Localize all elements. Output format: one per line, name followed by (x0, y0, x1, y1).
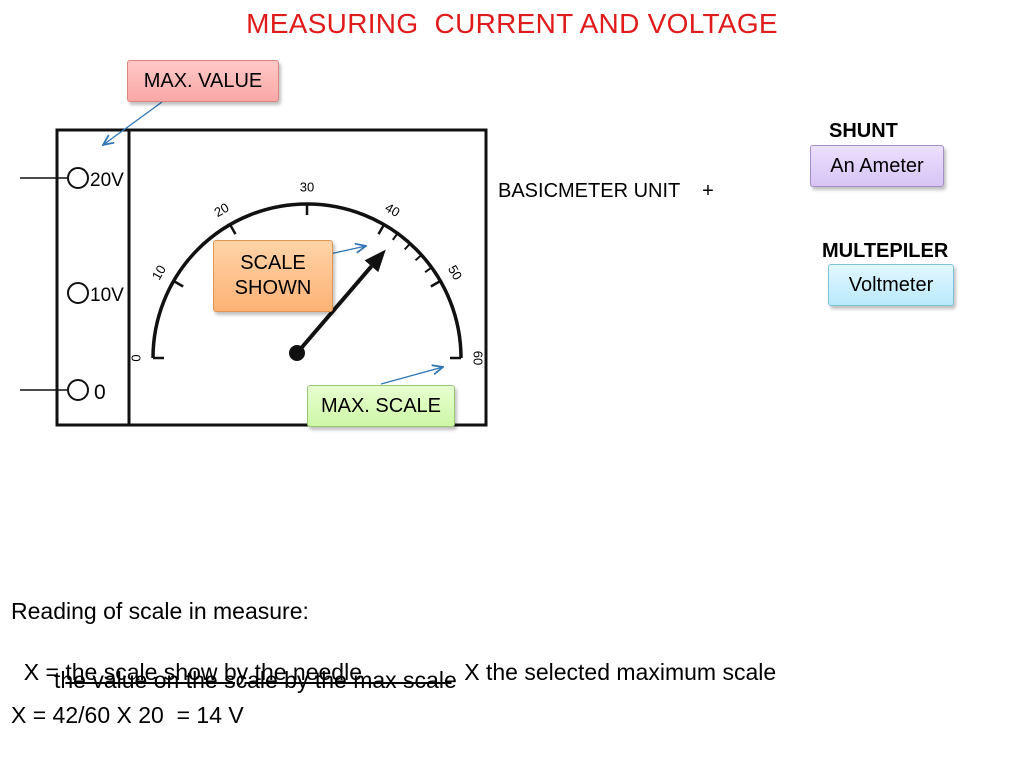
formula-heading: Reading of scale in measure: (11, 598, 309, 624)
scale-tick-label: 30 (300, 179, 314, 194)
scale-tick-minor (403, 242, 411, 251)
max-scale-callout: MAX. SCALE (307, 385, 455, 427)
formula-result: X = 42/60 X 20 = 14 V (11, 702, 244, 728)
formula-numerator: the scale show by the needle (65, 659, 452, 685)
scale-tick-label: 10 (149, 262, 169, 282)
basic-meter-label: BASICMETER UNIT + (498, 180, 714, 202)
formula-suffix: X the selected maximum scale (451, 659, 777, 685)
scale-tick-minor (392, 232, 399, 241)
scale-shown-callout: SCALE SHOWN (213, 240, 333, 312)
scale-tick-label: 40 (383, 200, 403, 220)
multiplier-label: MULTEPILER (822, 240, 949, 262)
formula-line: X = the scale show by the needle X the s… (11, 632, 776, 686)
formula-prefix: X = (23, 659, 66, 685)
formula-denominator: the value on the scale by the max scale (54, 667, 457, 693)
voltmeter-callout: Voltmeter (828, 264, 954, 306)
max-value-arrow (103, 101, 163, 145)
scale-tick-minor (424, 266, 433, 273)
max-value-callout: MAX. VALUE (127, 60, 279, 102)
scale-tick-major (377, 224, 386, 235)
terminal-label-10v: 10V (90, 285, 124, 306)
scale-tick-label: 60 (471, 351, 486, 365)
meter-needle (295, 264, 373, 355)
scale-tick-major (228, 224, 237, 235)
scale-tick-label: 50 (445, 262, 465, 282)
needle-pivot (289, 345, 305, 361)
scale-tick-label: 20 (211, 200, 231, 220)
terminal-0: 0 (20, 379, 106, 404)
scale-tick-label: 0 (128, 354, 143, 361)
shunt-label: SHUNT (829, 120, 898, 142)
terminal-10v: 10V (67, 282, 124, 306)
meter-outer-frame (55, 128, 488, 427)
terminal-label-20v: 20V (90, 170, 124, 191)
scale-tick-minor (414, 254, 423, 262)
max-scale-arrow (380, 367, 443, 385)
slide-title: MEASURING CURRENT AND VOLTAGE (246, 8, 778, 39)
terminal-label-0: 0 (94, 381, 106, 404)
scale-ticks: 0 10 20 30 40 50 60 (128, 179, 485, 365)
terminal-20v: 20V (20, 167, 124, 191)
scale-tick-major (430, 279, 441, 288)
scale-tick-major (173, 279, 184, 288)
ammeter-callout: An Ameter (810, 145, 944, 187)
needle-arrowhead (364, 249, 386, 273)
scale-shown-text: SCALE SHOWN (234, 252, 312, 299)
